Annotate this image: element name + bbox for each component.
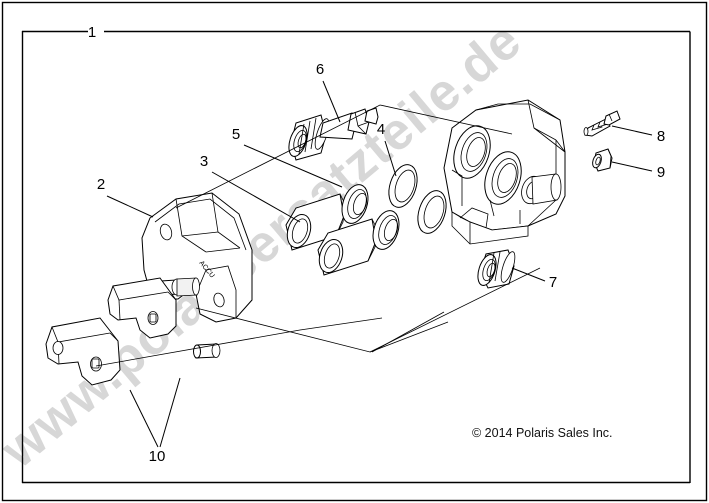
part-sealing-washer [592,148,613,172]
watermark-text: www.polarisersatzteile.de [0,11,532,480]
callout-labels: 1 2 3 4 5 6 7 8 9 10 [88,24,665,465]
piston-seal-2 [417,190,447,234]
callout-label-10: 10 [149,448,166,465]
callout-label-6: 6 [316,61,324,78]
slide-pin-lower [193,343,221,359]
callout-label-3: 3 [200,153,208,170]
part-caliper-housing [443,99,566,245]
part-banjo-bolt [583,110,621,137]
callout-label-7: 7 [549,274,557,291]
callout-leaders [106,80,653,448]
inner-frame [21,30,691,484]
callout-label-5: 5 [232,126,240,143]
brake-pad-front [45,317,121,386]
dust-boot-1 [341,184,369,224]
callout-label-9: 9 [657,164,665,181]
watermark: www.polarisersatzteile.de [0,11,532,480]
copyright-notice: © 2014 Polaris Sales Inc. [472,426,613,440]
assembly-grouping-lines [95,104,541,367]
part-bleeder-cap [477,249,516,289]
brake-pad-rear [107,277,177,339]
part-dust-boots [341,184,400,250]
part-pistons [285,193,378,276]
callout-label-8: 8 [657,128,665,145]
callout-label-4: 4 [377,121,385,138]
part-brake-pads [45,277,177,386]
dust-boot-2 [372,210,400,250]
callout-label-2: 2 [97,176,105,193]
part-piston-seals [388,164,447,234]
piston-2 [317,218,378,276]
callout-label-1: 1 [88,24,96,41]
